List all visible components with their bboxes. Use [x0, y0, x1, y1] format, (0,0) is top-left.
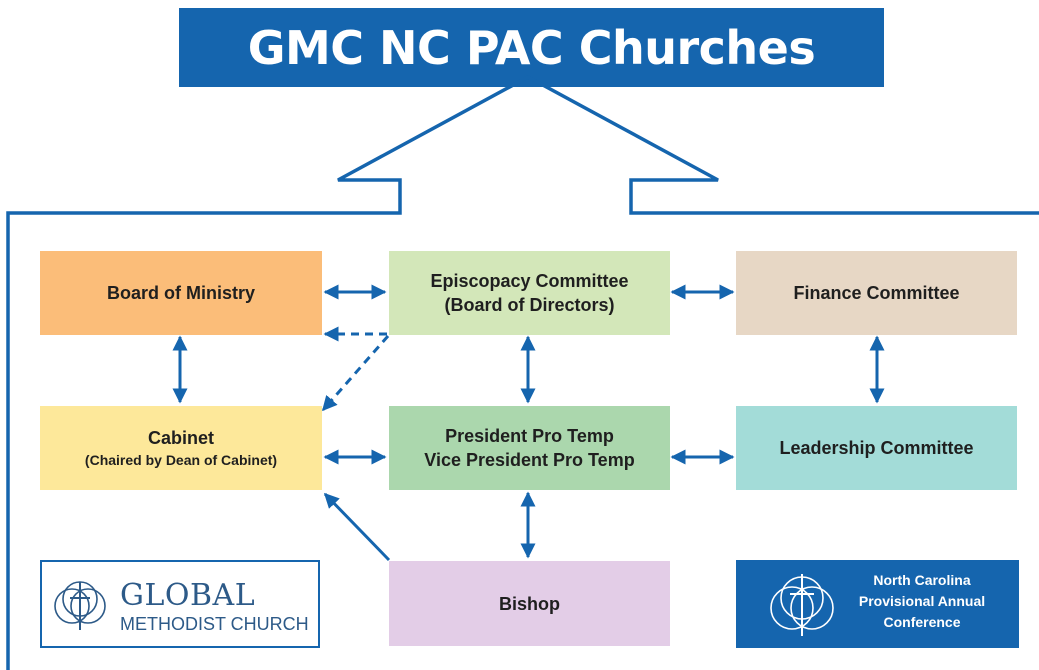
diagram-title: GMC NC PAC Churches [247, 20, 816, 75]
leadership-committee-label: Leadership Committee [779, 438, 974, 458]
bishop-box: Bishop [389, 561, 670, 646]
gmc-logo-line2: METHODIST CHURCH [120, 614, 309, 634]
cabinet-label: Cabinet [147, 428, 214, 448]
episcopacy-committee-label: Episcopacy Committee [430, 271, 629, 291]
board-of-directors-label: (Board of Directors) [444, 295, 615, 315]
ncpac-logo-text: North Carolina Provisional Annual Confer… [832, 570, 1012, 633]
leadership-committee-box: Leadership Committee [736, 406, 1017, 490]
ncpac-line2: Provisional Annual [858, 593, 986, 609]
finance-committee-label: Finance Committee [793, 283, 960, 303]
president-pro-temp-label: President Pro Temp [445, 426, 614, 446]
gmc-cross-icon [54, 581, 106, 630]
president-pro-temp-box: President Pro Temp Vice President Pro Te… [389, 406, 670, 490]
episcopacy-committee-box: Episcopacy Committee (Board of Directors… [389, 251, 670, 335]
ncpac-line3: Conference [883, 614, 961, 630]
cabinet-chair-label: (Chaired by Dean of Cabinet) [84, 452, 278, 468]
vice-president-pro-temp-label: Vice President Pro Temp [424, 450, 635, 470]
umbrella-outline [6, 75, 1039, 670]
arrow-bishop-cabinet [323, 492, 391, 562]
cabinet-box: Cabinet (Chaired by Dean of Cabinet) [40, 406, 322, 490]
gmc-logo-line1: GLOBAL [120, 578, 256, 613]
title-banner: GMC NC PAC Churches [179, 8, 884, 87]
board-of-ministry-label: Board of Ministry [106, 283, 255, 303]
bishop-label: Bishop [499, 593, 560, 614]
ncpac-cross-icon [770, 574, 834, 636]
nc-pac-logo: North Carolina Provisional Annual Confer… [736, 560, 1019, 648]
board-of-ministry-box: Board of Ministry [40, 251, 322, 335]
global-methodist-church-logo: GLOBAL METHODIST CHURCH [40, 560, 320, 648]
finance-committee-box: Finance Committee [736, 251, 1017, 335]
dashed-arrow-episcopacy-cabinet [321, 335, 390, 412]
ncpac-line1: North Carolina [873, 572, 971, 588]
